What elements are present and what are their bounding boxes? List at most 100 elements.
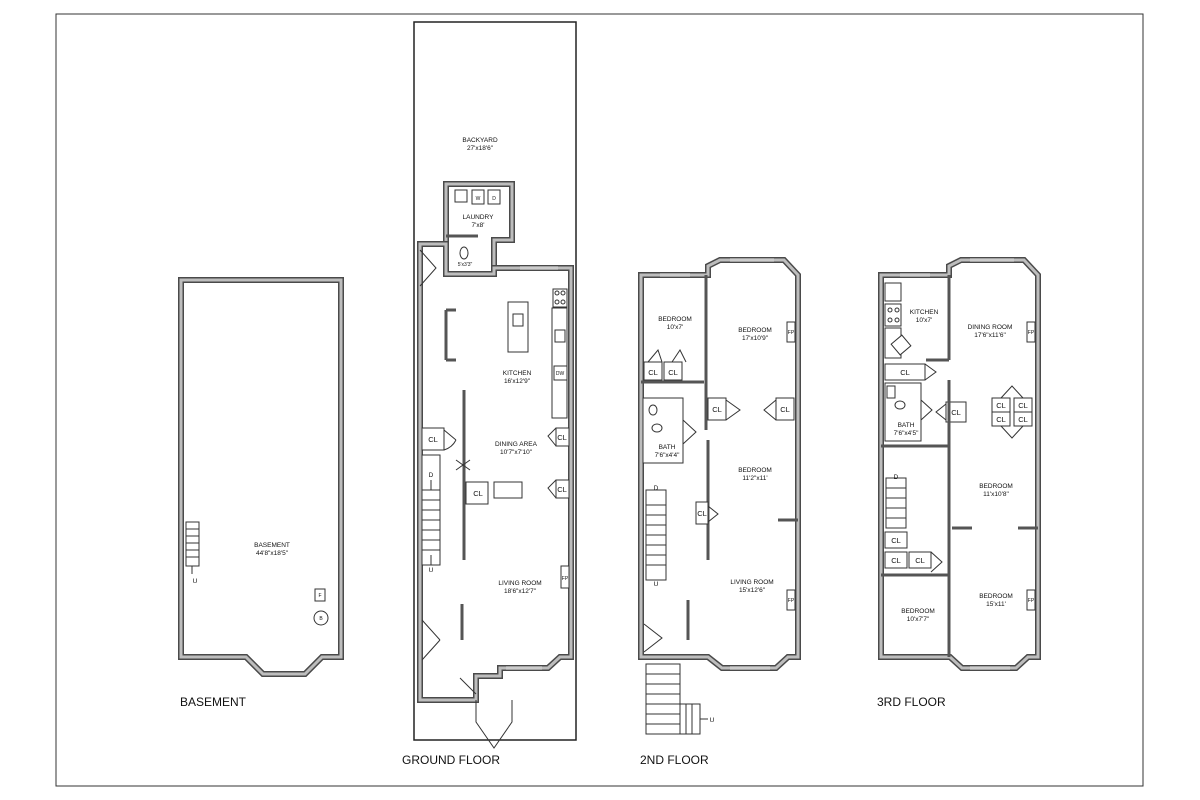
svg-text:FP: FP [1028,598,1035,604]
room-name-bedroom-3c: BEDROOM [979,593,1013,600]
room-dim-kitchen-3: 10'x7' [916,317,933,324]
closet-third-8 [884,551,908,569]
room-dim-bedroom-2a: 10'x7' [667,324,684,331]
third-floor-plan: KITCHEN 10'x7' DINING ROOM 17'6"x11'6" F… [877,257,1041,709]
half-bath-toilet [459,246,469,260]
svg-text:FP: FP [788,598,795,604]
svg-text:FP: FP [788,330,795,336]
svg-text:CL: CL [557,485,567,494]
washer [471,189,485,205]
fireplace-second-lower [786,589,796,611]
room-dim-bath-2: 7'6"x4'4" [655,452,680,459]
room-dim-bedroom-3b: 10'x7'7" [907,616,930,623]
closet-second-2 [663,361,683,381]
svg-text:CL: CL [900,368,910,377]
room-name-bedroom-2b: BEDROOM [738,327,772,334]
svg-text:CL: CL [780,405,790,414]
closet-second-1 [643,361,663,381]
basement-plan: U BASEMENT 44'8"x18'5" F B BASEMENT [178,277,344,709]
boiler [313,610,329,626]
floor-title-basement: BASEMENT [180,695,247,709]
fireplace-second-upper [786,321,796,343]
fireplace-ground [560,565,570,589]
room-dim-dining-area: 10'7"x7'10" [500,449,533,456]
fireplace-third-lower [1026,589,1036,611]
svg-text:CL: CL [891,536,901,545]
svg-text:FP: FP [562,576,569,582]
kitchen-3-range [884,303,902,327]
svg-text:CL: CL [891,556,901,565]
floor-title-third: 3RD FLOOR [877,695,946,709]
svg-text:CL: CL [668,368,678,377]
svg-text:CL: CL [996,415,1006,424]
room-name-bath-2: BATH [659,444,676,451]
svg-text:W: W [476,196,481,202]
svg-text:CL: CL [428,435,438,444]
svg-text:CL: CL [648,368,658,377]
room-dim-kitchen: 16'x12'9" [504,378,531,385]
second-floor-plan: BEDROOM 10'x7' BEDROOM 17'x10'9" FP CL C… [638,257,801,767]
third-outer-wall [878,257,1041,671]
ground-stair-down: D [429,472,434,479]
ground-stair-up: U [429,567,434,574]
closet-ground-built-in [493,481,523,499]
kitchen-sink [554,329,566,343]
svg-text:CL: CL [557,433,567,442]
closet-second-3 [707,397,727,421]
room-dim-basement: 44'8"x18'5" [256,550,289,557]
svg-text:CL: CL [473,489,483,498]
room-name-bedroom-2a: BEDROOM [658,316,692,323]
room-dim-bedroom-2c: 11'2"x11' [742,475,767,482]
second-stair [645,489,667,581]
fireplace-third-upper [1026,321,1036,343]
stoop-up-mark: U [710,717,715,724]
dishwasher [553,365,568,381]
closet-ground-3 [555,427,570,447]
svg-text:DW: DW [556,371,565,377]
third-stair-down: D [894,474,899,481]
basement-stair-mark: U [193,578,198,585]
bath-third-tub [886,385,896,399]
closet-second-4 [775,397,795,421]
room-dim-bedroom-3c: 15'x11' [986,601,1006,608]
kitchen-counter [551,307,568,419]
room-name-dining-area: DINING AREA [495,441,538,448]
room-dim-bedroom-2b: 17'x10'9" [742,335,769,342]
room-name-kitchen: KITCHEN [503,370,532,377]
room-name-bath-3: BATH [898,422,915,429]
svg-text:FP: FP [1028,330,1035,336]
closet-ground-2 [465,481,489,505]
room-dim-bedroom-3a: 11'x10'8" [983,491,1009,498]
second-stair-up: U [654,581,659,588]
room-name-living-room: LIVING ROOM [498,580,541,587]
room-name-basement: BASEMENT [254,542,290,549]
svg-text:CL: CL [1018,401,1028,410]
room-dim-backyard: 27'x18'6" [467,145,494,152]
svg-text:B: B [319,616,323,622]
room-name-bedroom-3a: BEDROOM [979,483,1013,490]
ground-stair [421,454,441,566]
closet-third-7 [884,531,908,549]
closet-third-2 [945,401,967,423]
room-name-backyard: BACKYARD [462,137,498,144]
svg-text:CL: CL [1018,415,1028,424]
room-dim-laundry: 7'x8' [472,222,485,229]
room-dim-dining-room-3: 17'6"x11'6" [974,332,1006,339]
svg-text:D: D [492,196,496,202]
svg-text:CL: CL [996,401,1006,410]
third-stair [885,477,907,529]
room-dim-half-bath: 5'x3'3" [458,262,473,268]
svg-text:F: F [318,593,321,599]
kitchen-range [552,288,568,308]
room-name-bedroom-3b: BEDROOM [901,608,935,615]
laundry-sink [454,189,468,203]
second-stair-down: D [654,485,659,492]
front-entry [475,700,513,749]
bath-second-toilet [648,404,658,416]
front-stoop [645,663,708,735]
closet-third-9 [908,551,932,569]
room-name-dining-room-3: DINING ROOM [968,324,1013,331]
kitchen-3-sink [890,334,912,356]
ground-floor-plan: BACKYARD 27'x18'6" W D LAUNDRY 7'x8' 5'x… [402,21,577,767]
